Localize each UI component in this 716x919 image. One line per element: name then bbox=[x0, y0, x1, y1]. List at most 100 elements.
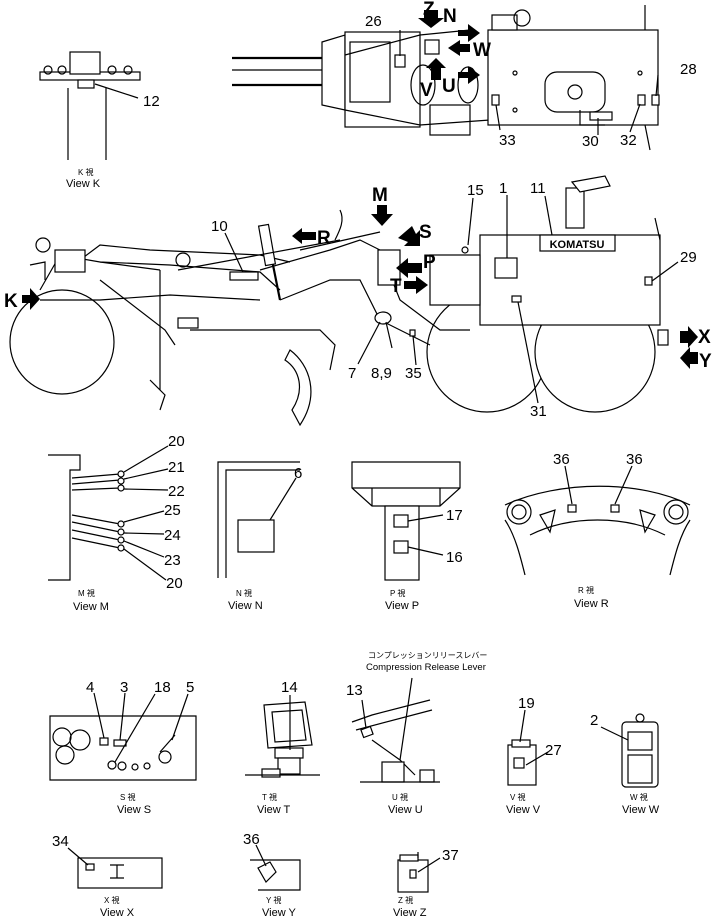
view-m-drawing bbox=[48, 445, 169, 581]
callout-5: 5 bbox=[186, 679, 194, 696]
label-35-box bbox=[409, 329, 416, 337]
label-31-box bbox=[511, 295, 522, 303]
callout-2: 2 bbox=[590, 712, 598, 729]
arrow-label-Z: Z bbox=[423, 0, 435, 20]
callout-25: 25 bbox=[164, 502, 181, 519]
caption-v-jp: V 視 bbox=[510, 793, 526, 802]
callout-12: 12 bbox=[143, 93, 160, 110]
callout-15: 15 bbox=[467, 182, 484, 199]
arrow-X bbox=[680, 326, 698, 348]
callout-36-y: 36 bbox=[243, 831, 260, 848]
caption-u-jp: U 視 bbox=[392, 793, 408, 802]
arrow-label-U: U bbox=[442, 76, 456, 97]
callout-18: 18 bbox=[154, 679, 171, 696]
label-33-box bbox=[491, 94, 500, 106]
callout-24: 24 bbox=[164, 527, 181, 544]
top-plan-view bbox=[232, 5, 660, 151]
arrow-T bbox=[404, 276, 428, 294]
caption-w-en: View W bbox=[622, 804, 660, 816]
caption-t-jp: T 視 bbox=[262, 793, 277, 802]
label-29-box bbox=[644, 276, 653, 286]
view-t-drawing bbox=[245, 695, 320, 778]
caption-m-jp: M 視 bbox=[78, 589, 95, 598]
view-z-drawing bbox=[397, 852, 441, 893]
label-28-box bbox=[651, 94, 660, 106]
caption-z-en: View Z bbox=[393, 907, 427, 919]
arrow-V bbox=[426, 58, 446, 80]
callout-37: 37 bbox=[442, 847, 459, 864]
arrow-S bbox=[398, 226, 420, 246]
arrow-W bbox=[448, 40, 470, 56]
view-w-drawing bbox=[600, 713, 659, 788]
callout-8-9: 8,9 bbox=[371, 365, 392, 382]
callout-35: 35 bbox=[405, 365, 422, 382]
callout-30: 30 bbox=[582, 133, 599, 150]
callout-14: 14 bbox=[281, 679, 298, 696]
caption-y-en: View Y bbox=[262, 907, 297, 919]
arrow-label-K: K bbox=[4, 291, 18, 312]
caption-p-jp: P 視 bbox=[390, 589, 405, 598]
callout-27: 27 bbox=[545, 742, 562, 759]
callout-29: 29 bbox=[680, 249, 697, 266]
caption-w-jp: W 視 bbox=[630, 793, 648, 802]
callout-10: 10 bbox=[211, 218, 228, 235]
caption-s-jp: S 視 bbox=[120, 793, 136, 802]
view-p-drawing bbox=[351, 461, 461, 581]
callout-32: 32 bbox=[620, 132, 637, 149]
caption-z-jp: Z 視 bbox=[398, 896, 413, 905]
callout-26: 26 bbox=[365, 13, 382, 30]
label-26-box bbox=[394, 54, 406, 68]
callout-21: 21 bbox=[168, 459, 185, 476]
callout-19: 19 bbox=[518, 695, 535, 712]
callout-17: 17 bbox=[446, 507, 463, 524]
callout-13: 13 bbox=[346, 682, 363, 699]
view-s-drawing bbox=[49, 692, 197, 781]
caption-r-jp: R 視 bbox=[578, 586, 594, 595]
callout-7: 7 bbox=[348, 365, 356, 382]
callout-16: 16 bbox=[446, 549, 463, 566]
arrow-label-P: P bbox=[423, 252, 436, 273]
arrow-label-M: M bbox=[372, 185, 388, 206]
komatsu-logo-text: KOMATSU bbox=[550, 239, 605, 251]
caption-k-en: View K bbox=[66, 178, 101, 190]
caption-p-en: View P bbox=[385, 600, 419, 612]
arrow-Z bbox=[418, 10, 444, 28]
callout-3: 3 bbox=[120, 679, 128, 696]
arrow-label-S: S bbox=[419, 222, 432, 243]
callout-34: 34 bbox=[52, 833, 69, 850]
arrow-P bbox=[396, 258, 422, 278]
callout-33: 33 bbox=[499, 132, 516, 149]
arrow-label-W: W bbox=[473, 40, 491, 61]
callout-28: 28 bbox=[680, 61, 697, 78]
caption-n-jp: N 視 bbox=[236, 589, 252, 598]
callout-22: 22 bbox=[168, 483, 185, 500]
caption-k-jp: K 視 bbox=[78, 168, 94, 177]
caption-x-jp: X 視 bbox=[104, 896, 120, 905]
compression-release-lever-jp: コンプレッションリリースレバー bbox=[368, 651, 487, 660]
callout-6: 6 bbox=[294, 465, 302, 482]
arrow-U bbox=[458, 66, 480, 84]
caption-m-en: View M bbox=[73, 601, 109, 613]
arrow-label-T: T bbox=[390, 276, 402, 297]
callout-36-r-right: 36 bbox=[626, 451, 643, 468]
view-r-drawing bbox=[504, 465, 691, 576]
caption-u-en: View U bbox=[388, 804, 423, 816]
callout-20-top: 20 bbox=[168, 433, 185, 450]
view-k-drawing bbox=[39, 51, 141, 160]
callout-11: 11 bbox=[530, 180, 546, 197]
arrow-label-N: N bbox=[443, 6, 457, 27]
caption-s-en: View S bbox=[117, 804, 151, 816]
caption-t-en: View T bbox=[257, 804, 291, 816]
caption-r-en: View R bbox=[574, 598, 609, 610]
callout-23: 23 bbox=[164, 552, 181, 569]
caption-y-jp: Y 視 bbox=[266, 896, 281, 905]
callout-20-bottom: 20 bbox=[166, 575, 183, 592]
caption-n-en: View N bbox=[228, 600, 263, 612]
arrow-K bbox=[22, 288, 40, 310]
arrow-R bbox=[292, 228, 316, 244]
arrow-label-Y: Y bbox=[699, 351, 712, 372]
komatsu-logo bbox=[539, 234, 616, 252]
label-32-box bbox=[637, 94, 646, 106]
callout-31: 31 bbox=[530, 403, 547, 420]
